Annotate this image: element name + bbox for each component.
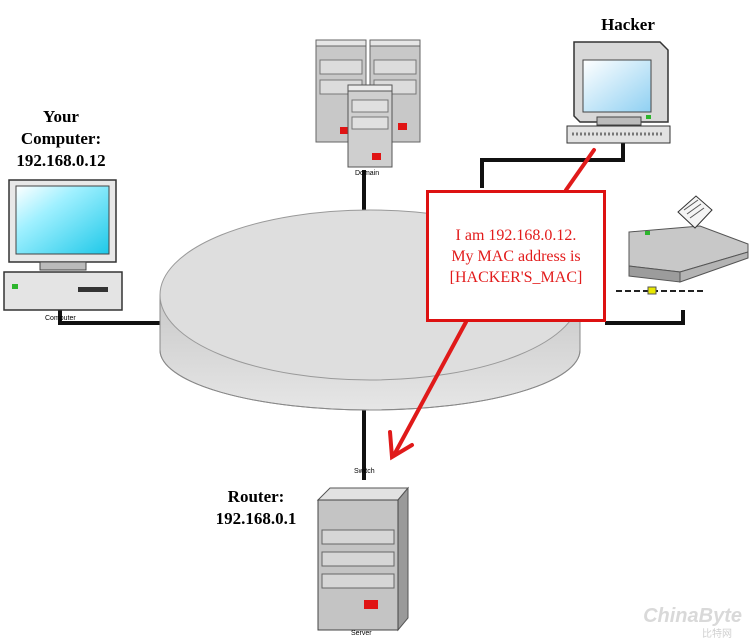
spoof-message-line1: I am 192.168.0.12. xyxy=(455,226,577,244)
spoof-message-callout: I am 192.168.0.12. My MAC address is [HA… xyxy=(426,190,606,322)
cable-printer xyxy=(605,310,685,325)
router-server-icon xyxy=(316,486,410,632)
hacker-label: Hacker xyxy=(601,15,655,34)
watermark-brand: ChinaByte xyxy=(643,605,742,627)
hacker-computer-icon xyxy=(566,41,671,144)
spoof-message-line3: [HACKER'S_MAC] xyxy=(449,268,583,286)
spoof-arrow xyxy=(388,148,596,461)
your-computer-label: Your Computer: 192.168.0.12 xyxy=(0,106,122,172)
cable-hacker xyxy=(480,142,625,188)
spoof-message-line2: My MAC address is xyxy=(451,247,581,265)
domain-caption: Domain xyxy=(355,170,380,177)
your-computer-label-line2: Computer: xyxy=(20,129,102,148)
domain-server-icon xyxy=(315,39,421,168)
watermark-sub: 比特网 xyxy=(702,629,732,640)
your-computer-label-line3: 192.168.0.12 xyxy=(16,151,106,170)
computer-caption: Computer xyxy=(45,315,76,322)
cable-computer xyxy=(58,310,162,325)
server-caption: Server xyxy=(351,630,372,637)
router-label-line1: Router: xyxy=(227,487,285,506)
switch-caption: Switch xyxy=(354,468,375,475)
router-label-line2: 192.168.0.1 xyxy=(215,509,297,528)
router-label: Router: 192.168.0.1 xyxy=(196,486,316,530)
your-computer-label-line1: Your xyxy=(43,107,79,126)
computer-icon xyxy=(3,179,123,311)
spoof-message-text: I am 192.168.0.12. My MAC address is [HA… xyxy=(450,225,583,288)
printer-icon xyxy=(616,195,749,295)
